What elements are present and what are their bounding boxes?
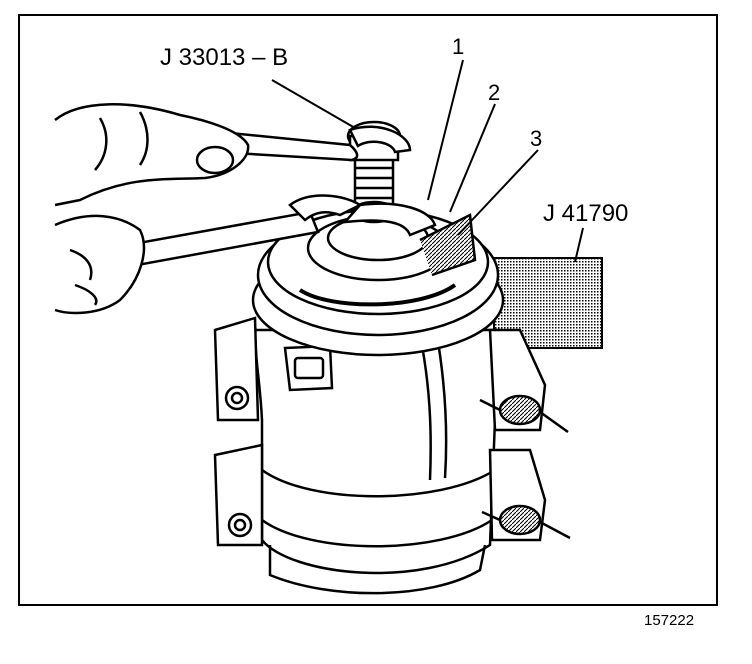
mounting-ears-left [213,316,264,547]
clutch-assembly [251,208,505,357]
electrical-connector [283,344,334,392]
leader-tool-a [271,79,356,129]
leader-part-3 [457,149,539,236]
lower-wrench [98,194,437,272]
leader-part-1 [427,59,464,201]
callout-part-3: 3 [530,126,543,151]
leader-part-2 [449,103,496,213]
hands [54,103,250,315]
wing-nut-lower [481,504,571,540]
callout-tool-b: J 41790 [543,200,629,227]
compressor-body [253,328,502,595]
leader-lines [271,59,584,263]
callout-part-2: 2 [488,80,501,105]
figure-id: 157222 [644,612,695,629]
callout-tool-a: J 33013 – B [160,44,289,71]
callout-part-1: 1 [452,34,465,59]
mounting-ears-right [479,328,571,542]
leader-tool-b [574,227,584,263]
wing-nut-upper [479,394,569,434]
